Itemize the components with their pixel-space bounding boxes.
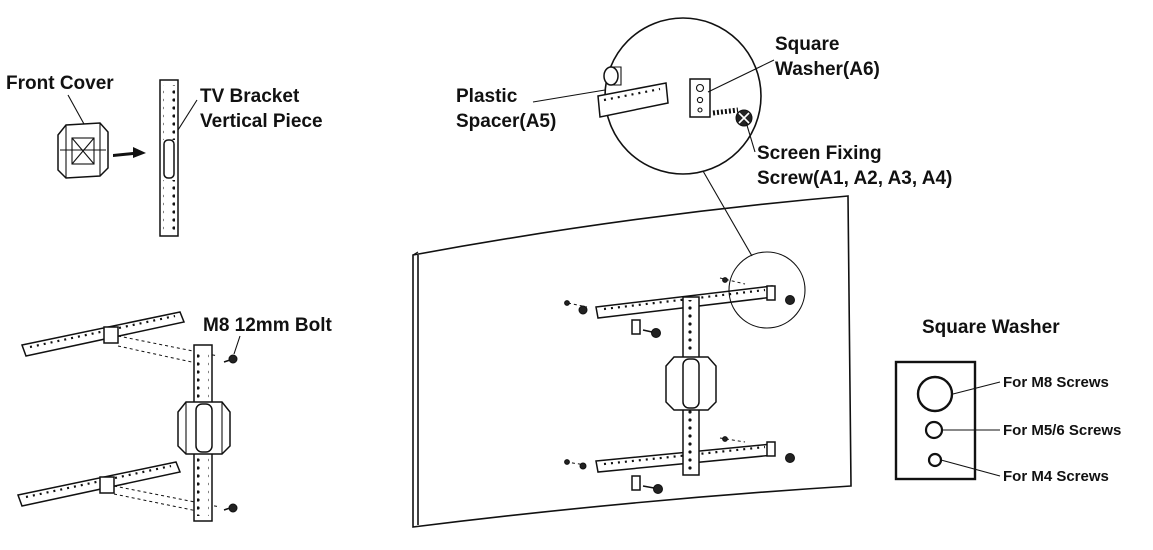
screw-icon-1 <box>564 300 588 315</box>
mounted-bracket-figure <box>564 251 806 494</box>
front-cover-figure <box>57 122 109 179</box>
washer-legend: Square Washer For M8 Screws For M5/6 Scr… <box>894 317 1121 485</box>
plastic-spacer-leader <box>532 89 606 103</box>
front-cover-leader <box>67 94 85 125</box>
washer-legend-item-m4: For M4 Screws <box>1003 468 1109 485</box>
m4-hole-icon <box>927 452 943 468</box>
screw-icon-2 <box>719 277 795 305</box>
screw-icon-5 <box>719 436 795 463</box>
m8-leader <box>952 381 1001 395</box>
square-washer-leader <box>707 59 775 93</box>
screen-fixing-leader <box>745 121 756 153</box>
detail-callout <box>597 17 762 175</box>
washer-legend-title: Square Washer <box>922 317 1060 338</box>
detail-connector <box>702 170 753 257</box>
curved-tv-figure <box>412 195 852 528</box>
m8-bolt-leader <box>233 335 241 355</box>
vertical-piece-figure <box>159 79 179 237</box>
bolt-icon-upper <box>223 354 238 364</box>
square-washer-label-line1: Square <box>775 34 839 55</box>
screw-icon-6 <box>642 484 663 494</box>
m8-hole-icon <box>916 375 954 413</box>
square-washer-label-line2: Washer(A6) <box>775 59 880 80</box>
screw-icon-3 <box>642 328 661 338</box>
screen-fixing-label-line2: Screw(A1, A2, A3, A4) <box>757 168 952 189</box>
washer-legend-item-m5-6: For M5/6 Screws <box>1003 422 1121 439</box>
tv-bracket-leader <box>177 99 198 131</box>
tv-bracket-label-line2: Vertical Piece <box>200 111 323 132</box>
front-cover-label: Front Cover <box>6 73 114 94</box>
plastic-spacer-label-line2: Spacer(A5) <box>456 111 556 132</box>
m8-bolt-label: M8 12mm Bolt <box>203 315 332 336</box>
exploded-bracket-figure <box>16 311 238 522</box>
m4-leader <box>940 459 1001 477</box>
tv-bracket-label-line1: TV Bracket <box>200 86 300 107</box>
bolt-icon-lower <box>223 503 238 513</box>
washer-legend-item-m8: For M8 Screws <box>1003 374 1109 391</box>
screw-icon-4 <box>564 459 587 470</box>
m5-6-hole-icon <box>924 420 944 440</box>
screen-fixing-label-line1: Screen Fixing <box>757 143 882 164</box>
plastic-spacer-label-line1: Plastic <box>456 86 518 107</box>
arrow-right-icon <box>113 147 146 158</box>
